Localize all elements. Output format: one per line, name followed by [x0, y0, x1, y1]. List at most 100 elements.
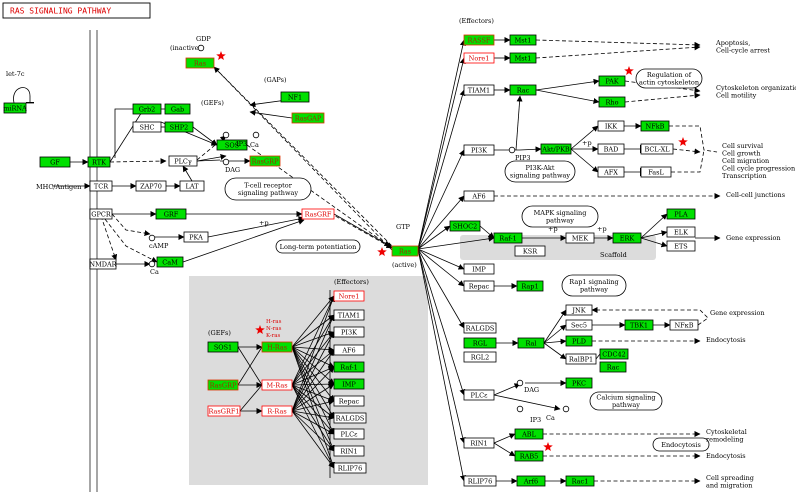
node-pla[interactable]: PLA: [666, 208, 696, 220]
node-rlip76[interactable]: RLIP76: [463, 475, 497, 487]
node-ikk[interactable]: IKK: [597, 120, 625, 132]
node-rasgrf[interactable]: RasGRF: [301, 208, 335, 220]
node-cdc42[interactable]: CDC42: [599, 348, 629, 360]
node-shoc2[interactable]: SHOC2: [449, 220, 481, 232]
node-rab5[interactable]: RAB5: [514, 450, 544, 462]
node-ras_active[interactable]: Ras: [391, 245, 419, 257]
node-nore1[interactable]: Nore1: [463, 52, 495, 64]
node-ksr[interactable]: KSR: [514, 245, 546, 257]
node-sos[interactable]: SOS: [216, 139, 248, 151]
compound-circle[interactable]: [252, 131, 260, 139]
node-afx[interactable]: AFX: [597, 166, 625, 178]
node-aktpkb[interactable]: Akt/PKB: [540, 143, 572, 155]
node-gpcr[interactable]: GPCR: [89, 208, 113, 220]
node-e_pi3k[interactable]: PI3K: [333, 326, 365, 338]
node-jnk[interactable]: JNK: [565, 304, 593, 316]
node-nfkb[interactable]: NFkB: [640, 120, 670, 132]
node-zap70[interactable]: ZAP70: [135, 180, 167, 192]
node-mras[interactable]: M-Ras: [261, 379, 293, 391]
node-e_af6[interactable]: AF6: [333, 344, 365, 356]
node-shc[interactable]: SHC: [132, 121, 162, 133]
node-e_imp[interactable]: IMP: [333, 378, 365, 390]
node-sec5[interactable]: Sec5: [565, 319, 593, 331]
node-pi3k[interactable]: PI3K: [463, 144, 495, 156]
compound-circle[interactable]: [148, 234, 156, 242]
node-e_tiam1[interactable]: TIAM1: [333, 309, 365, 321]
node-pkc[interactable]: PKC: [565, 377, 593, 389]
node-e_plce[interactable]: PLCε: [333, 428, 365, 440]
node-rin1[interactable]: RIN1: [463, 437, 495, 449]
node-erk[interactable]: ERK: [612, 232, 642, 244]
node-e_repac[interactable]: Repac: [333, 395, 365, 407]
node-rasgrf1[interactable]: RasGRF1: [207, 405, 241, 417]
node-e_rlip76[interactable]: RLIP76: [333, 462, 367, 474]
compound-circle[interactable]: [148, 260, 156, 268]
node-rgl2[interactable]: RGL2: [463, 351, 497, 363]
node-gab[interactable]: Gab: [164, 103, 191, 115]
pathway-oval-ltp[interactable]: Long-term potentiation: [275, 239, 361, 254]
node-e_nore1[interactable]: Nore1: [333, 290, 365, 302]
node-ralgds[interactable]: RALGDS: [463, 322, 497, 334]
node-rho[interactable]: Rho: [598, 96, 626, 108]
node-rassf[interactable]: RASSF: [463, 34, 495, 46]
node-sos1[interactable]: SOS1: [207, 341, 239, 353]
node-af6[interactable]: AF6: [463, 190, 495, 202]
node-rasgrp[interactable]: RasGRP: [249, 155, 281, 167]
node-e_raf1[interactable]: Raf-1: [333, 361, 365, 373]
node-cam[interactable]: CaM: [156, 256, 184, 268]
node-rgl[interactable]: RGL: [463, 337, 497, 349]
node-tbk1[interactable]: TBK1: [624, 319, 654, 331]
node-fasl[interactable]: FasL: [640, 166, 672, 178]
node-nmdar[interactable]: NMDAR: [89, 258, 118, 270]
node-imp[interactable]: IMP: [463, 263, 495, 275]
node-gf[interactable]: GF: [39, 156, 71, 168]
node-shp2[interactable]: SHP2: [164, 121, 194, 133]
node-pak[interactable]: PAK: [598, 75, 626, 87]
node-mst1b[interactable]: Mst1: [509, 52, 537, 64]
node-plce[interactable]: PLCε: [463, 389, 495, 401]
node-nfkb2[interactable]: NFκB: [669, 319, 699, 331]
node-mirna[interactable]: miRNA: [3, 102, 27, 114]
node-rac3[interactable]: Rac1: [565, 475, 595, 487]
node-ras_inactive[interactable]: Ras: [185, 57, 215, 69]
node-rasgrp_b[interactable]: RasGRP: [207, 379, 239, 391]
compound-circle[interactable]: [562, 405, 570, 413]
node-rtk[interactable]: RTK: [87, 156, 111, 168]
compound-circle[interactable]: [516, 405, 524, 413]
node-grb2[interactable]: Grb2: [132, 103, 162, 115]
node-rras[interactable]: R-Ras: [261, 405, 293, 417]
node-bclxl[interactable]: BCL-XL: [640, 143, 674, 155]
node-nf1[interactable]: NF1: [280, 91, 310, 103]
node-rasgap[interactable]: RasGAP: [291, 112, 325, 124]
node-tcr[interactable]: TCR: [89, 180, 113, 192]
node-lat[interactable]: LAT: [179, 180, 205, 192]
compound-circle[interactable]: [508, 146, 516, 154]
compound-circle[interactable]: [222, 131, 230, 139]
node-rac2[interactable]: Rac: [599, 361, 627, 373]
node-mst1[interactable]: Mst1: [509, 34, 537, 46]
node-rac[interactable]: Rac: [509, 84, 537, 96]
node-plcg[interactable]: PLCγ: [168, 155, 198, 167]
node-ral[interactable]: Ral: [517, 337, 545, 349]
node-mek[interactable]: MEK: [565, 232, 595, 244]
node-repac[interactable]: Repac: [463, 280, 495, 292]
compound-circle[interactable]: [516, 379, 524, 387]
node-bad[interactable]: BAD: [597, 143, 625, 155]
node-hras[interactable]: H-Ras: [261, 341, 293, 353]
node-pka[interactable]: PKA: [183, 231, 209, 243]
pathway-oval-endocytosis[interactable]: Endocytosis: [652, 437, 710, 452]
node-pld[interactable]: PLD: [565, 335, 593, 347]
node-git[interactable]: GRF: [155, 208, 187, 220]
node-rap1[interactable]: Rap1: [516, 280, 544, 292]
node-arf6[interactable]: Arf6: [516, 475, 546, 487]
compound-circle[interactable]: [197, 44, 205, 52]
compound-circle[interactable]: [222, 158, 230, 166]
node-raf1[interactable]: Raf-1: [493, 232, 523, 244]
node-tiam1[interactable]: TIAM1: [463, 84, 495, 96]
node-ralbp1[interactable]: RalBP1: [565, 353, 597, 365]
